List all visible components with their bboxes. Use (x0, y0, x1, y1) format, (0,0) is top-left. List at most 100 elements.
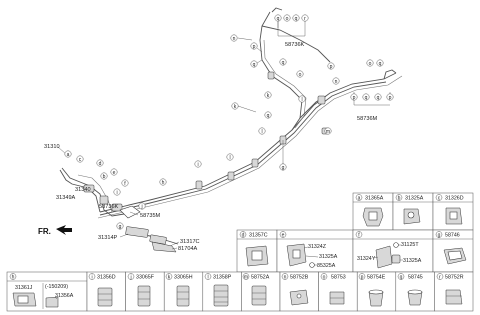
callout-g2: g (119, 224, 122, 230)
part-image-31358P (213, 284, 229, 307)
table-part-31365A: 31365A (365, 196, 384, 202)
callout-i2: i (116, 190, 117, 196)
callout-p3: p (353, 95, 356, 101)
table-letter-h: h (12, 274, 15, 280)
callout-q2: q (295, 16, 298, 22)
table-letter-j: j (129, 274, 131, 280)
part-image-31356D (97, 287, 113, 307)
table-part-31356D: 31356D (97, 275, 116, 281)
part-image-31365A (362, 207, 384, 227)
label-58736K-left: 58736K (99, 204, 119, 210)
callout-c: c (79, 157, 82, 163)
callout-a: a (67, 152, 70, 158)
part-image-31326D (445, 207, 463, 225)
part-image-58753 (329, 291, 345, 305)
front-direction-label: FR. (38, 227, 51, 236)
table-letter-n: n (284, 274, 287, 280)
table-part-58745: 58745 (408, 275, 423, 281)
callout-m: m (326, 129, 330, 135)
table-part-85325A: 85325A (317, 263, 336, 269)
label-58736K-top: 58736K (285, 42, 305, 48)
callout-r: r (304, 16, 306, 22)
table-letter-o: o (323, 274, 326, 280)
label-31349A: 31349A (56, 195, 76, 201)
label-58736M: 58736M (357, 116, 378, 122)
callout-o3: o (369, 61, 372, 67)
table-letter-r: r (439, 274, 441, 280)
callout-p: p (253, 44, 256, 50)
callout-i: i (197, 162, 198, 168)
table-letter-b: b (398, 195, 401, 201)
label-81704A: 81704A (178, 246, 198, 252)
part-image-33065H (176, 285, 190, 307)
part-image-58752A (251, 285, 267, 306)
callout-k: k (234, 104, 237, 110)
part-image-31356A (45, 296, 59, 308)
callout-l3: l (229, 155, 230, 161)
label-31310: 31310 (44, 144, 60, 150)
callout-o: o (286, 16, 289, 22)
part-image-58752R (445, 289, 463, 305)
table-part-31125T: 31125T (401, 242, 419, 248)
table-part-31324Y: 31324Y (357, 256, 376, 262)
label-58735M: 58735M (140, 213, 161, 219)
callout-q3: q (253, 62, 256, 68)
callout-f: f (124, 181, 126, 187)
callout-o2: o (299, 72, 302, 78)
callout-q7: q (377, 95, 380, 101)
part-image-33065F (137, 285, 151, 307)
table-part-58752B: 58752B (290, 275, 309, 281)
part-image-31357C (245, 245, 269, 267)
fuel-line-assembly (59, 7, 403, 253)
callout-l: l (301, 97, 302, 103)
callout-p4: p (389, 95, 392, 101)
table-part-58753: 58753 (331, 275, 346, 281)
part-image-58754E (368, 289, 384, 307)
callout-q5: q (379, 61, 382, 67)
table-letter-d: d (242, 232, 245, 238)
table-letter-i: i (91, 274, 92, 280)
table-part-31361J: 31361J (15, 285, 33, 291)
table-part-31325A-f: 31325A (403, 258, 422, 264)
part-image-31324Y (373, 242, 403, 269)
table-part-31325A: 31325A (405, 196, 424, 202)
table-letter-g: g (438, 232, 441, 238)
table-letter-p: p (361, 274, 364, 280)
part-image-58745 (407, 289, 423, 306)
front-arrow-icon (56, 225, 72, 235)
table-letter-l: l (207, 274, 208, 280)
table-letter-m: m (244, 274, 248, 280)
table-part-58752R: 58752R (445, 275, 464, 281)
callout-d: d (99, 161, 102, 167)
part-image-58746 (443, 247, 467, 265)
table-letter-a: a (358, 195, 361, 201)
table-part-58754E: 58754E (367, 275, 386, 281)
table-letter-c: c (438, 195, 441, 201)
callout-j: j (140, 204, 142, 210)
callout-q6: q (365, 95, 368, 101)
callout-markers: n q o q r 58736K p q q o p o q n (38, 14, 394, 252)
callout-q4: q (282, 60, 285, 66)
table-letter-e: e (282, 232, 285, 238)
label-31317C: 31317C (180, 239, 200, 245)
table-part-31326D: 31326D (445, 196, 464, 202)
table-letter-q: q (400, 274, 403, 280)
parts-table: a 31365A b 31325A c 31326D d 31357C e (6, 192, 474, 312)
callout-k2: k (267, 93, 270, 99)
table-part-58746: 58746 (445, 233, 460, 239)
callout-n2: n (335, 79, 338, 85)
table-part-33065H: 33065H (174, 275, 193, 281)
part-image-31361J (12, 292, 37, 307)
table-letter-f: f (358, 232, 360, 238)
callout-q: q (277, 16, 280, 22)
callout-e: e (113, 170, 116, 176)
callout-p2: p (330, 64, 333, 70)
part-image-31324Z (286, 243, 319, 268)
table-part-31325A-e: 31325A (319, 254, 338, 260)
callout-b: b (103, 174, 106, 180)
part-image-58752B (289, 289, 309, 306)
callout-l2: l (261, 129, 262, 135)
callout-g: g (282, 165, 285, 171)
table-letter-k: k (168, 274, 171, 280)
